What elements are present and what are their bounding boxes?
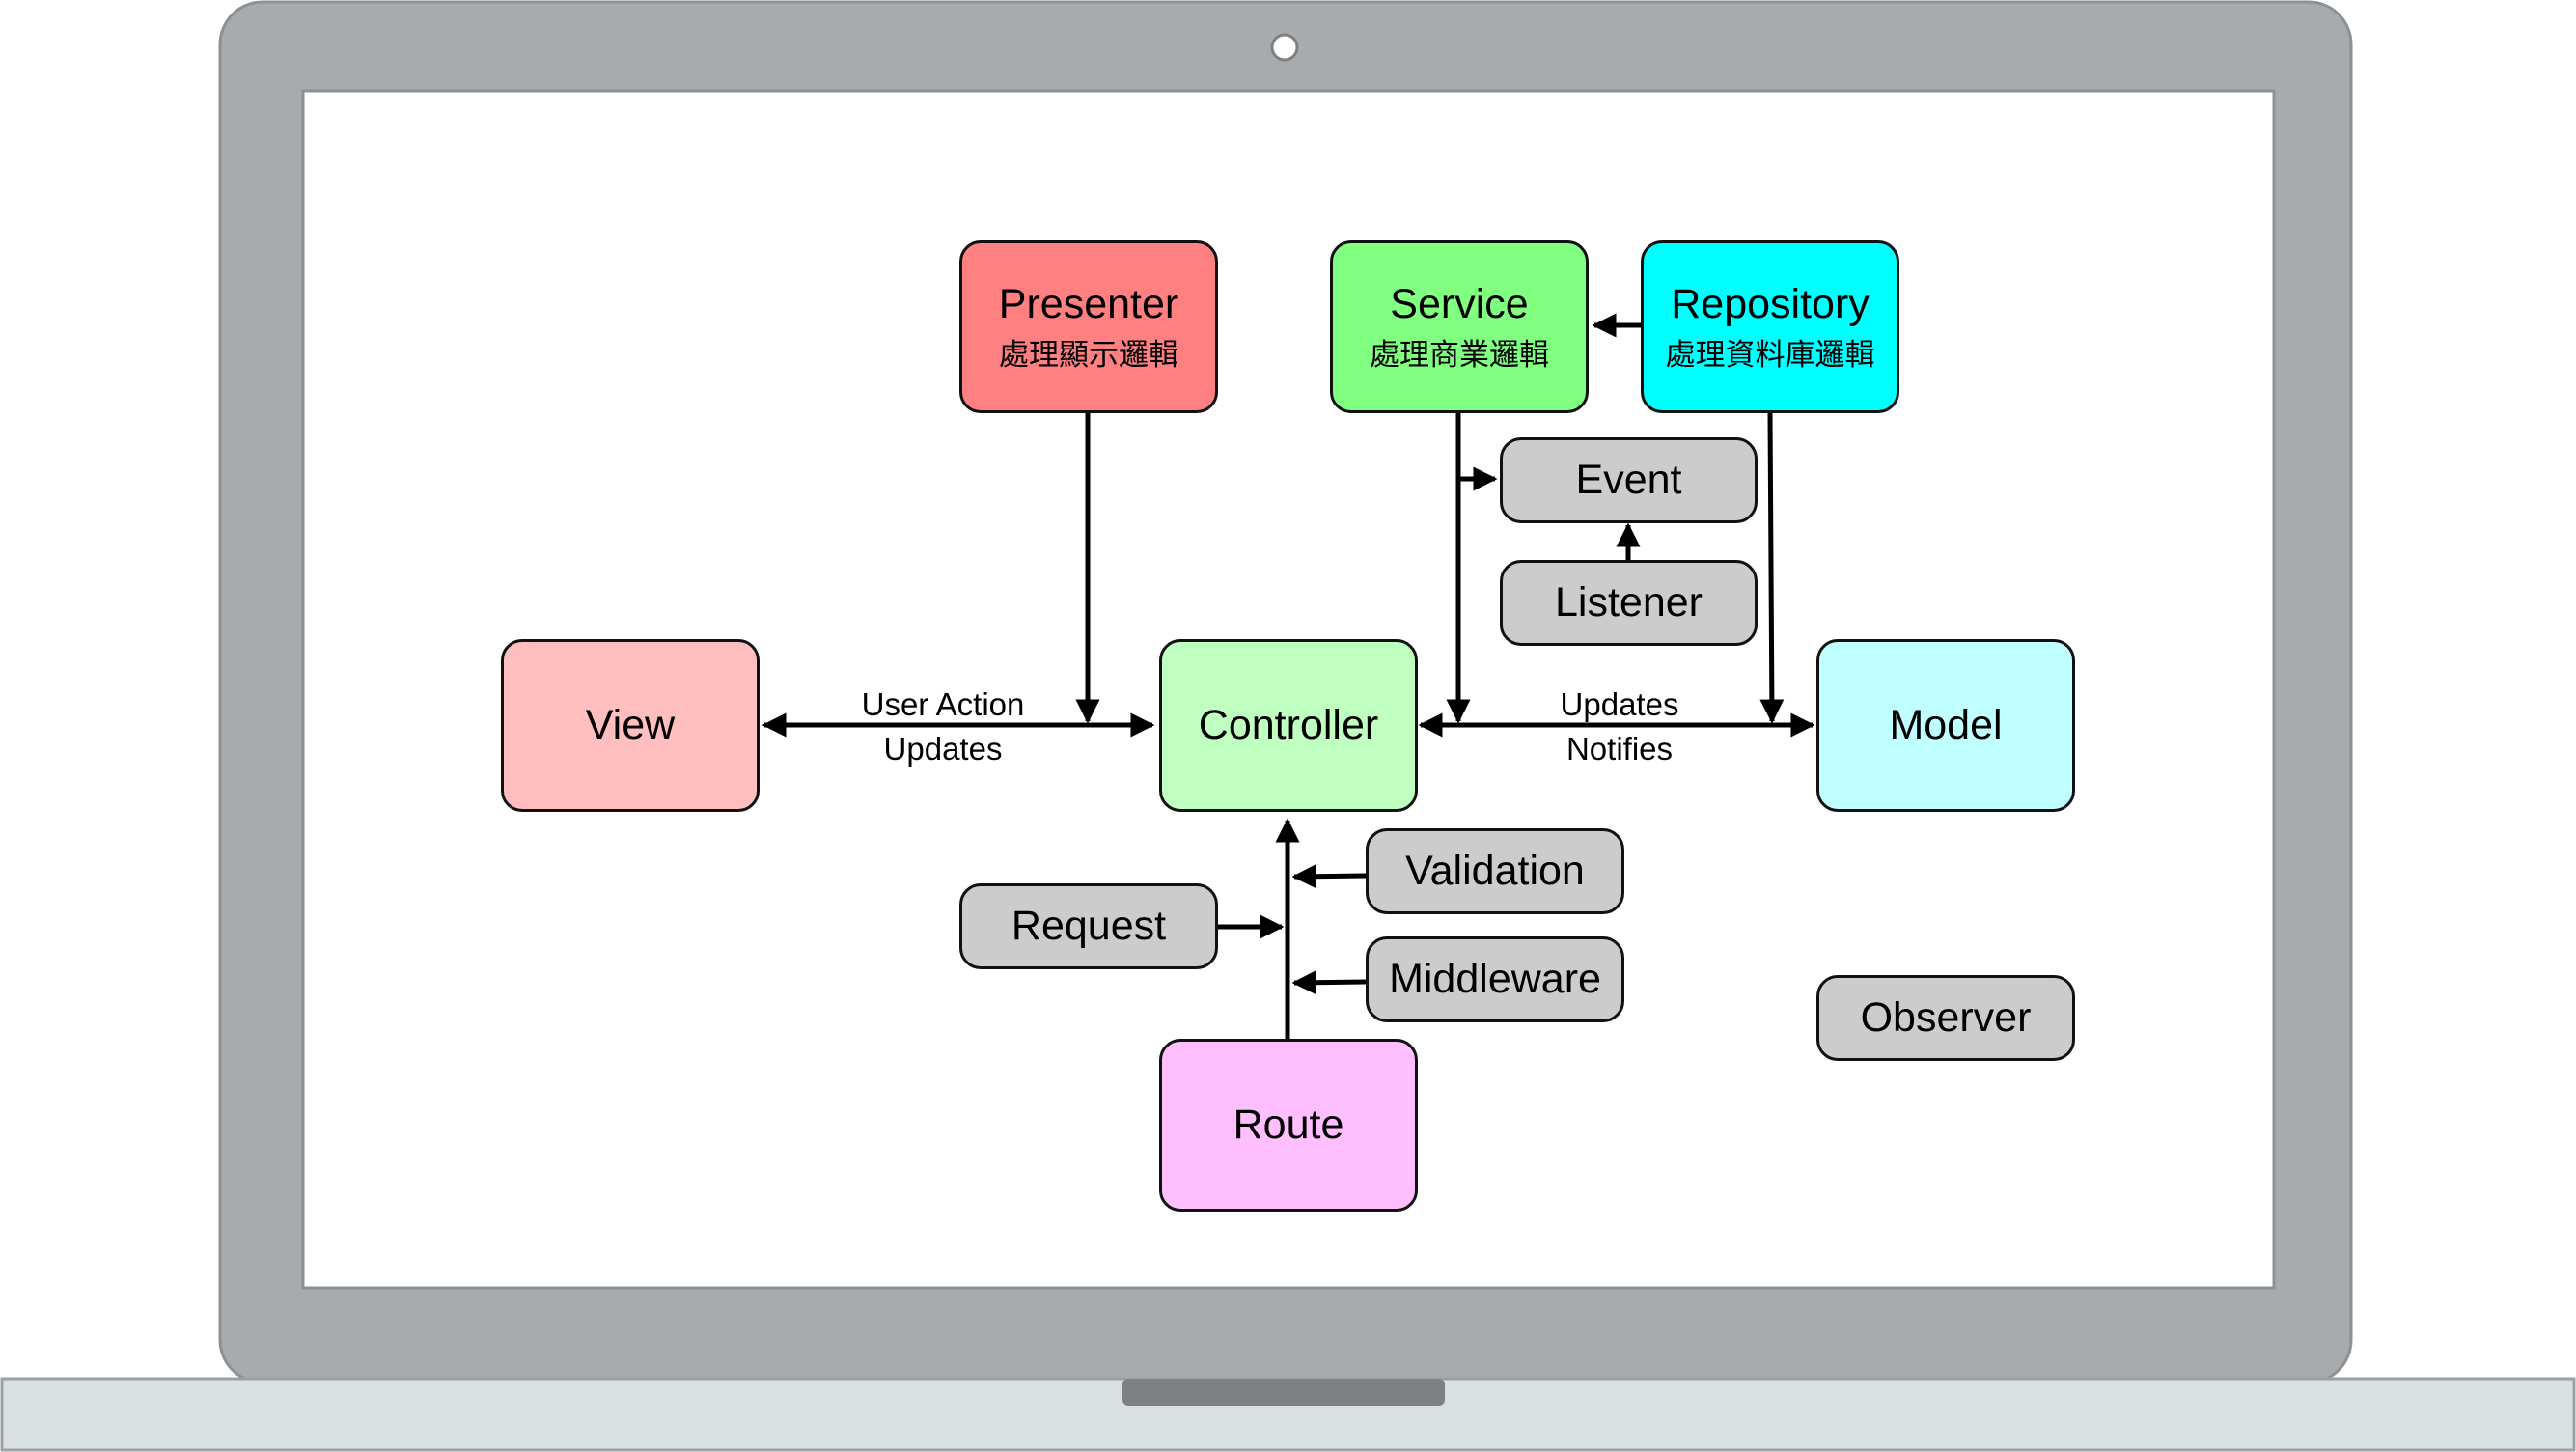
edge-repository-model <box>1759 412 1785 724</box>
repository-node: Repository 處理資料庫邏輯 <box>1641 240 1899 413</box>
camera-icon <box>1270 33 1299 62</box>
route-node: Route <box>1159 1039 1418 1212</box>
edge-label-notifies: Notifies <box>1565 731 1674 767</box>
model-node: Model <box>1816 639 2075 812</box>
controller-title: Controller <box>1198 701 1379 748</box>
controller-node: Controller <box>1159 639 1418 812</box>
edge-middleware-route <box>1291 970 1367 995</box>
presenter-title: Presenter <box>998 281 1179 328</box>
view-title: View <box>585 701 676 748</box>
view-node: View <box>501 639 760 812</box>
service-subtitle: 處理商業邏輯 <box>1370 338 1549 373</box>
model-title: Model <box>1889 701 2003 748</box>
listener-node: Listener <box>1500 560 1758 646</box>
service-node: Service 處理商業邏輯 <box>1330 240 1589 413</box>
observer-title: Observer <box>1860 993 2032 1041</box>
listener-title: Listener <box>1555 578 1703 626</box>
request-node: Request <box>959 883 1218 969</box>
service-title: Service <box>1390 281 1529 328</box>
repository-subtitle: 處理資料庫邏輯 <box>1665 338 1875 373</box>
route-title: Route <box>1233 1101 1344 1148</box>
edge-label-updates-left: Updates <box>883 731 1003 767</box>
validation-node: Validation <box>1366 828 1624 914</box>
presenter-subtitle: 處理顯示邏輯 <box>999 338 1178 373</box>
observer-node: Observer <box>1816 975 2075 1061</box>
request-title: Request <box>1011 902 1167 949</box>
validation-title: Validation <box>1405 847 1585 894</box>
edge-label-user-action: User Action <box>861 686 1025 722</box>
event-node: Event <box>1500 437 1758 523</box>
laptop-notch <box>1122 1379 1445 1406</box>
middleware-title: Middleware <box>1389 955 1601 1002</box>
edge-validation-route <box>1291 864 1367 889</box>
presenter-node: Presenter 處理顯示邏輯 <box>959 240 1218 413</box>
connectors <box>762 313 1815 1039</box>
event-title: Event <box>1575 456 1682 503</box>
middleware-node: Middleware <box>1366 936 1624 1022</box>
repository-title: Repository <box>1671 281 1870 328</box>
edge-label-updates-right: Updates <box>1560 686 1679 722</box>
